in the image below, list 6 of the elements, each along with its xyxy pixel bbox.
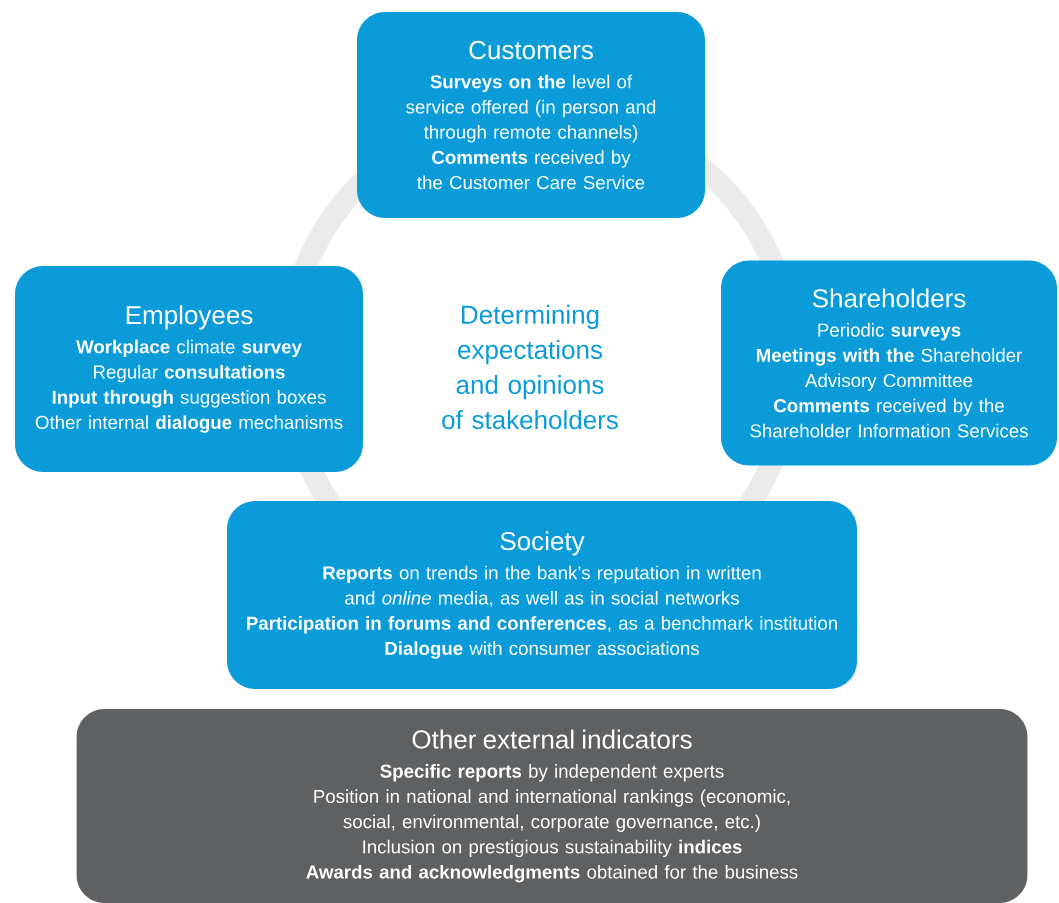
stakeholder-box: Shareholders Periodic surveys Meetings with the Shareholder Advisory Committee Comments received by the Shareholder Information Services	[721, 260, 1057, 466]
stakeholder-box: Employees Workplace climate survey Regular consultations Input through suggestion boxes Other internal dialogue mechanisms	[15, 266, 363, 472]
stakeholder-box: Customers Surveys on the level of service offered (in person and through remote channels) Comments received by the Customer Care Service	[357, 12, 705, 218]
stakeholder-box: Society Reports on trends in the bank’s reputation in written and online media, as well as in social networks Participation in forums and conferences, as a benchmark institution Dialogue with consumer associations	[227, 501, 857, 689]
stakeholder-box: Other external indicators Specific reports by independent experts Position in national and international rankings (economic, social, environmental, corporate governance, etc.) Inclusion on prestigious sustainability indices Awards and acknowledgments obtained for the business	[76, 709, 1028, 903]
center-heading: Determining expectations and opinions of stakeholders	[442, 304, 618, 430]
